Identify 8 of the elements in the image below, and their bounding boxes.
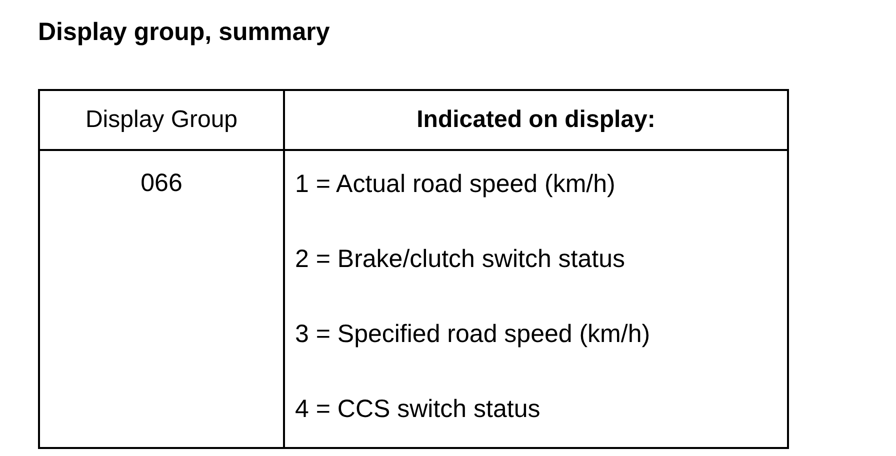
column-header: Display Group xyxy=(85,106,238,133)
display-value-description: 4 = CCS switch status xyxy=(295,394,542,425)
display-value-description: 3 = Specified road speed (km/h) xyxy=(295,319,652,350)
column-header: Indicated on display: xyxy=(416,106,656,133)
title: Display group, summary xyxy=(38,17,330,48)
display-value-description: 2 = Brake/clutch switch status xyxy=(295,244,626,275)
display-value-description: 1 = Actual road speed (km/h) xyxy=(295,169,616,200)
display-group-number: 066 xyxy=(140,168,182,199)
